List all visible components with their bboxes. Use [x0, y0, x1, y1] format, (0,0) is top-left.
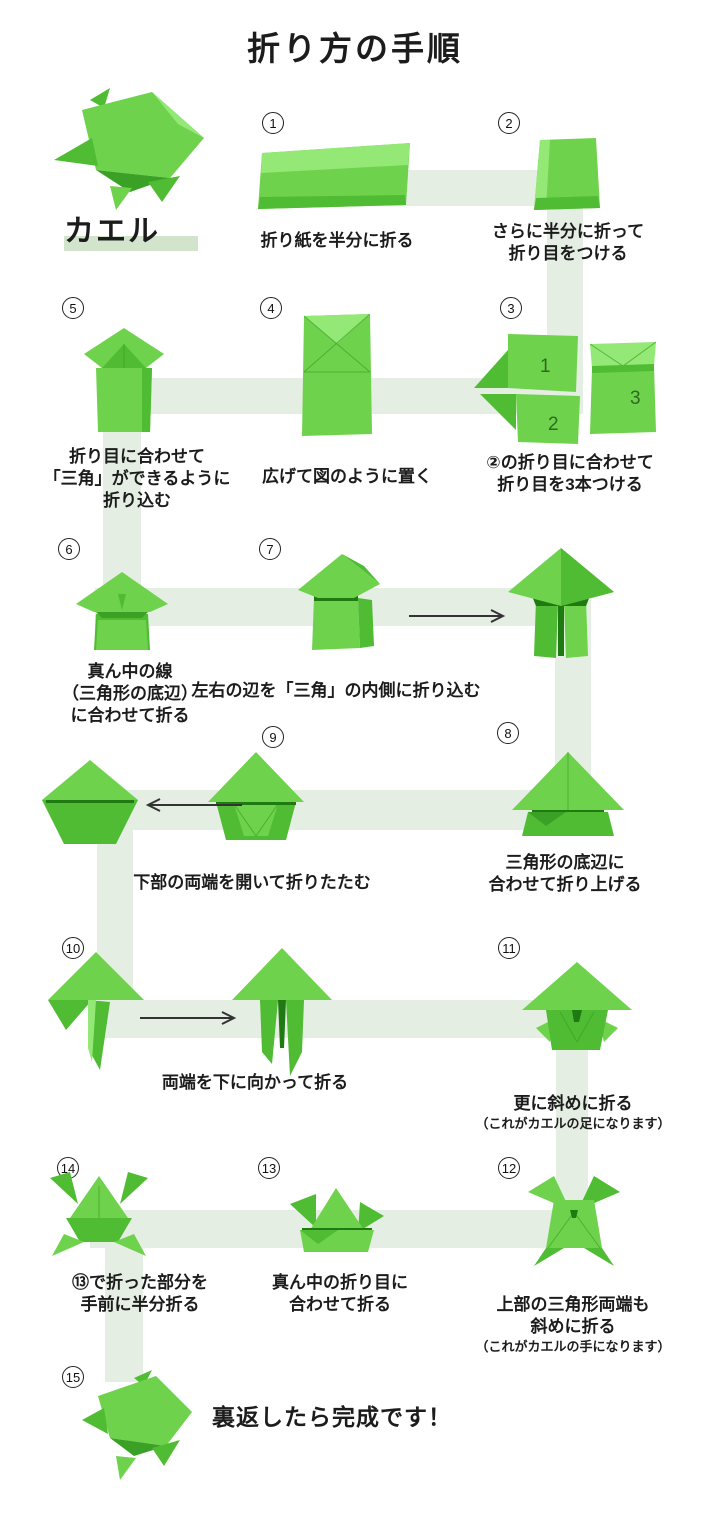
step-15-badge: 15	[62, 1366, 84, 1388]
step-9-caption: 下部の両端を開いて折りたたむ	[133, 873, 371, 892]
step-8-photo	[512, 752, 624, 836]
step-7-caption: 左右の辺を「三角」の内側に折り込む	[191, 681, 481, 700]
step-15-caption: 裏返したら完成です！	[212, 1404, 452, 1430]
step-10-photo	[48, 952, 144, 1070]
step-5-photo	[84, 328, 164, 432]
step-13-caption: 真ん中の折り目に 合わせて折る	[272, 1273, 408, 1315]
arrow-right-icon	[140, 1011, 237, 1025]
page-title: 折り方の手順	[247, 30, 463, 67]
frog-hero-photo	[54, 88, 204, 210]
step-14-badge: 14	[57, 1157, 79, 1179]
step-9-photo	[208, 752, 304, 840]
step-15-photo	[82, 1370, 192, 1480]
step-11-caption-note: （これがカエルの足になります）	[475, 1116, 671, 1132]
step-6-badge: 6	[58, 538, 80, 560]
step-14-photo	[50, 1172, 148, 1256]
step-12-caption: 上部の三角形両端も 斜めに折る （これがカエルの手になります）	[443, 1272, 703, 1378]
step-4-caption: 広げて図のように置く	[262, 467, 432, 486]
step-5-caption: 折り目に合わせて 「三角」ができるように 折り込む	[43, 447, 231, 511]
step-5-badge: 5	[62, 297, 84, 319]
arrow-right-icon	[409, 609, 506, 623]
step-1-badge: 1	[262, 112, 284, 134]
step-3-photo-a: 1 2	[474, 334, 580, 444]
step-10-badge: 10	[62, 937, 84, 959]
step-3-caption: ②の折り目に合わせて 折り目を3本つける	[486, 453, 654, 495]
hero-label-highlight	[64, 236, 198, 251]
step-11-caption-main: 更に斜めに折る	[513, 1094, 633, 1114]
arrow-left-icon	[145, 798, 242, 812]
step-11-badge: 11	[498, 937, 520, 959]
step-12-caption-main: 上部の三角形両端も 斜めに折る	[496, 1295, 650, 1337]
step-7-badge: 7	[259, 538, 281, 560]
step-4-badge: 4	[260, 297, 282, 319]
step-9-result-photo	[42, 760, 138, 844]
step-12-caption-note: （これがカエルの手になります）	[475, 1339, 671, 1355]
step-11-caption: 更に斜めに折る （これがカエルの足になります）	[453, 1071, 693, 1155]
step-3-photo-b: 3	[589, 341, 657, 434]
step-13-photo	[290, 1188, 384, 1252]
step-2-caption: さらに半分に折って 折り目をつける	[491, 222, 645, 264]
path-band	[85, 790, 591, 830]
step-12-badge: 12	[498, 1157, 520, 1179]
svg-text:3: 3	[630, 388, 641, 409]
step-8-caption: 三角形の底辺に 合わせて折り上げる	[488, 853, 642, 895]
step-8-badge: 8	[497, 722, 519, 744]
svg-text:1: 1	[540, 356, 551, 377]
step-7-photo-a	[298, 554, 380, 650]
path-band	[380, 170, 565, 206]
hero-label: カエル	[64, 215, 160, 248]
step-1-caption: 折り紙を半分に折る	[260, 231, 414, 250]
step-2-photo	[534, 138, 600, 210]
step-3-badge: 3	[500, 297, 522, 319]
step-9-badge: 9	[262, 726, 284, 748]
svg-text:2: 2	[548, 414, 559, 435]
step-4-photo	[302, 314, 372, 436]
step-6-caption: 真ん中の線 （三角形の底辺） に合わせて折る	[62, 662, 198, 726]
step-13-badge: 13	[258, 1157, 280, 1179]
step-14-caption: ⑬で折った部分を 手前に半分折る	[72, 1273, 208, 1315]
step-2-badge: 2	[498, 112, 520, 134]
step-12-photo	[528, 1176, 620, 1266]
step-7-photo-b	[508, 548, 614, 658]
step-1-photo	[258, 143, 410, 209]
step-10-caption: 両端を下に向かって折る	[161, 1073, 349, 1092]
step-10-result-photo	[232, 948, 332, 1076]
path-band	[105, 1228, 143, 1382]
step-11-photo	[522, 962, 632, 1050]
step-6-photo	[76, 572, 168, 650]
